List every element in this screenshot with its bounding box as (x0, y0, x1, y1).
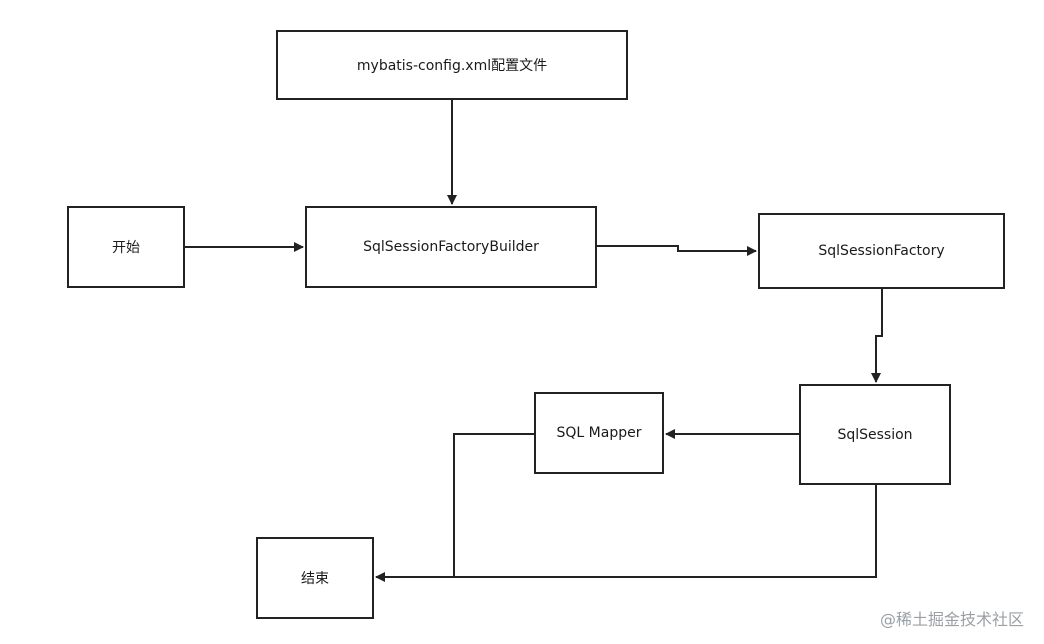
node-end-label: 结束 (301, 571, 329, 587)
node-sqlsessionfactorybuilder-label: SqlSessionFactoryBuilder (363, 239, 539, 255)
node-sql-mapper: SQL Mapper (534, 392, 664, 474)
node-config-file-label: mybatis-config.xml配置文件 (356, 58, 548, 74)
node-sqlsession-label: SqlSession (837, 426, 913, 443)
watermark-text: @稀土掘金技术社区 (879, 610, 1024, 629)
node-start: 开始 (67, 206, 185, 288)
node-sqlsessionfactory-label: SqlSessionFactory (818, 243, 945, 259)
arrow-builder-to-factory (597, 245, 757, 256)
node-config-file: mybatis-config.xml配置文件 (276, 30, 628, 100)
arrow-mapper-to-end (375, 433, 534, 582)
node-sqlsession: SqlSession (799, 384, 951, 485)
node-sql-mapper-label: SQL Mapper (556, 425, 642, 441)
node-sqlsessionfactorybuilder: SqlSessionFactoryBuilder (305, 206, 597, 288)
arrow-session-to-end (454, 485, 877, 578)
node-end: 结束 (256, 537, 374, 619)
arrow-factory-to-session (871, 289, 883, 383)
node-start-label: 开始 (112, 240, 140, 256)
node-sqlsessionfactory: SqlSessionFactory (758, 213, 1005, 289)
